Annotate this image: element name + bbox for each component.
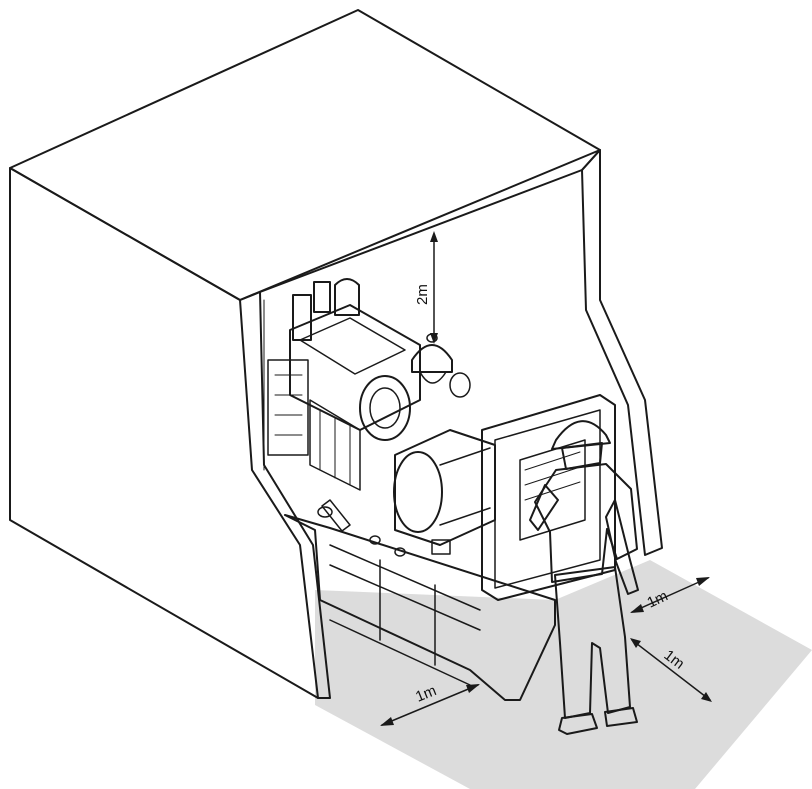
flywheel-housing — [359, 375, 411, 441]
top-clearance-label: 2m — [414, 284, 431, 305]
base-component — [321, 499, 351, 532]
base-rail-line — [329, 544, 481, 611]
enclosure-roof — [9, 9, 601, 301]
enclosure-left-jamb — [239, 291, 331, 699]
technician-figure — [529, 420, 639, 735]
enclosure-side-wall — [9, 167, 319, 699]
flywheel-inner — [369, 387, 401, 429]
base-component — [369, 535, 381, 545]
air-filter — [411, 333, 471, 398]
side-clearance-dimension — [380, 684, 480, 726]
base-component — [394, 547, 406, 557]
base-rail-line — [329, 564, 481, 631]
front-clearance-dimension — [630, 638, 712, 702]
top-clearance-dimension — [430, 231, 438, 344]
base-rail-line — [329, 619, 471, 686]
engine — [267, 304, 421, 491]
floor-clearance-area — [315, 560, 812, 789]
generator-base-frame — [284, 514, 556, 701]
side-clearance-label: 1m — [413, 682, 439, 706]
base-component — [317, 506, 333, 518]
enclosure-right-jamb — [581, 149, 663, 556]
rear-clearance-dimension — [630, 577, 710, 613]
alternator — [393, 429, 496, 546]
exhaust-pipes — [292, 278, 360, 341]
base-component — [431, 539, 451, 555]
